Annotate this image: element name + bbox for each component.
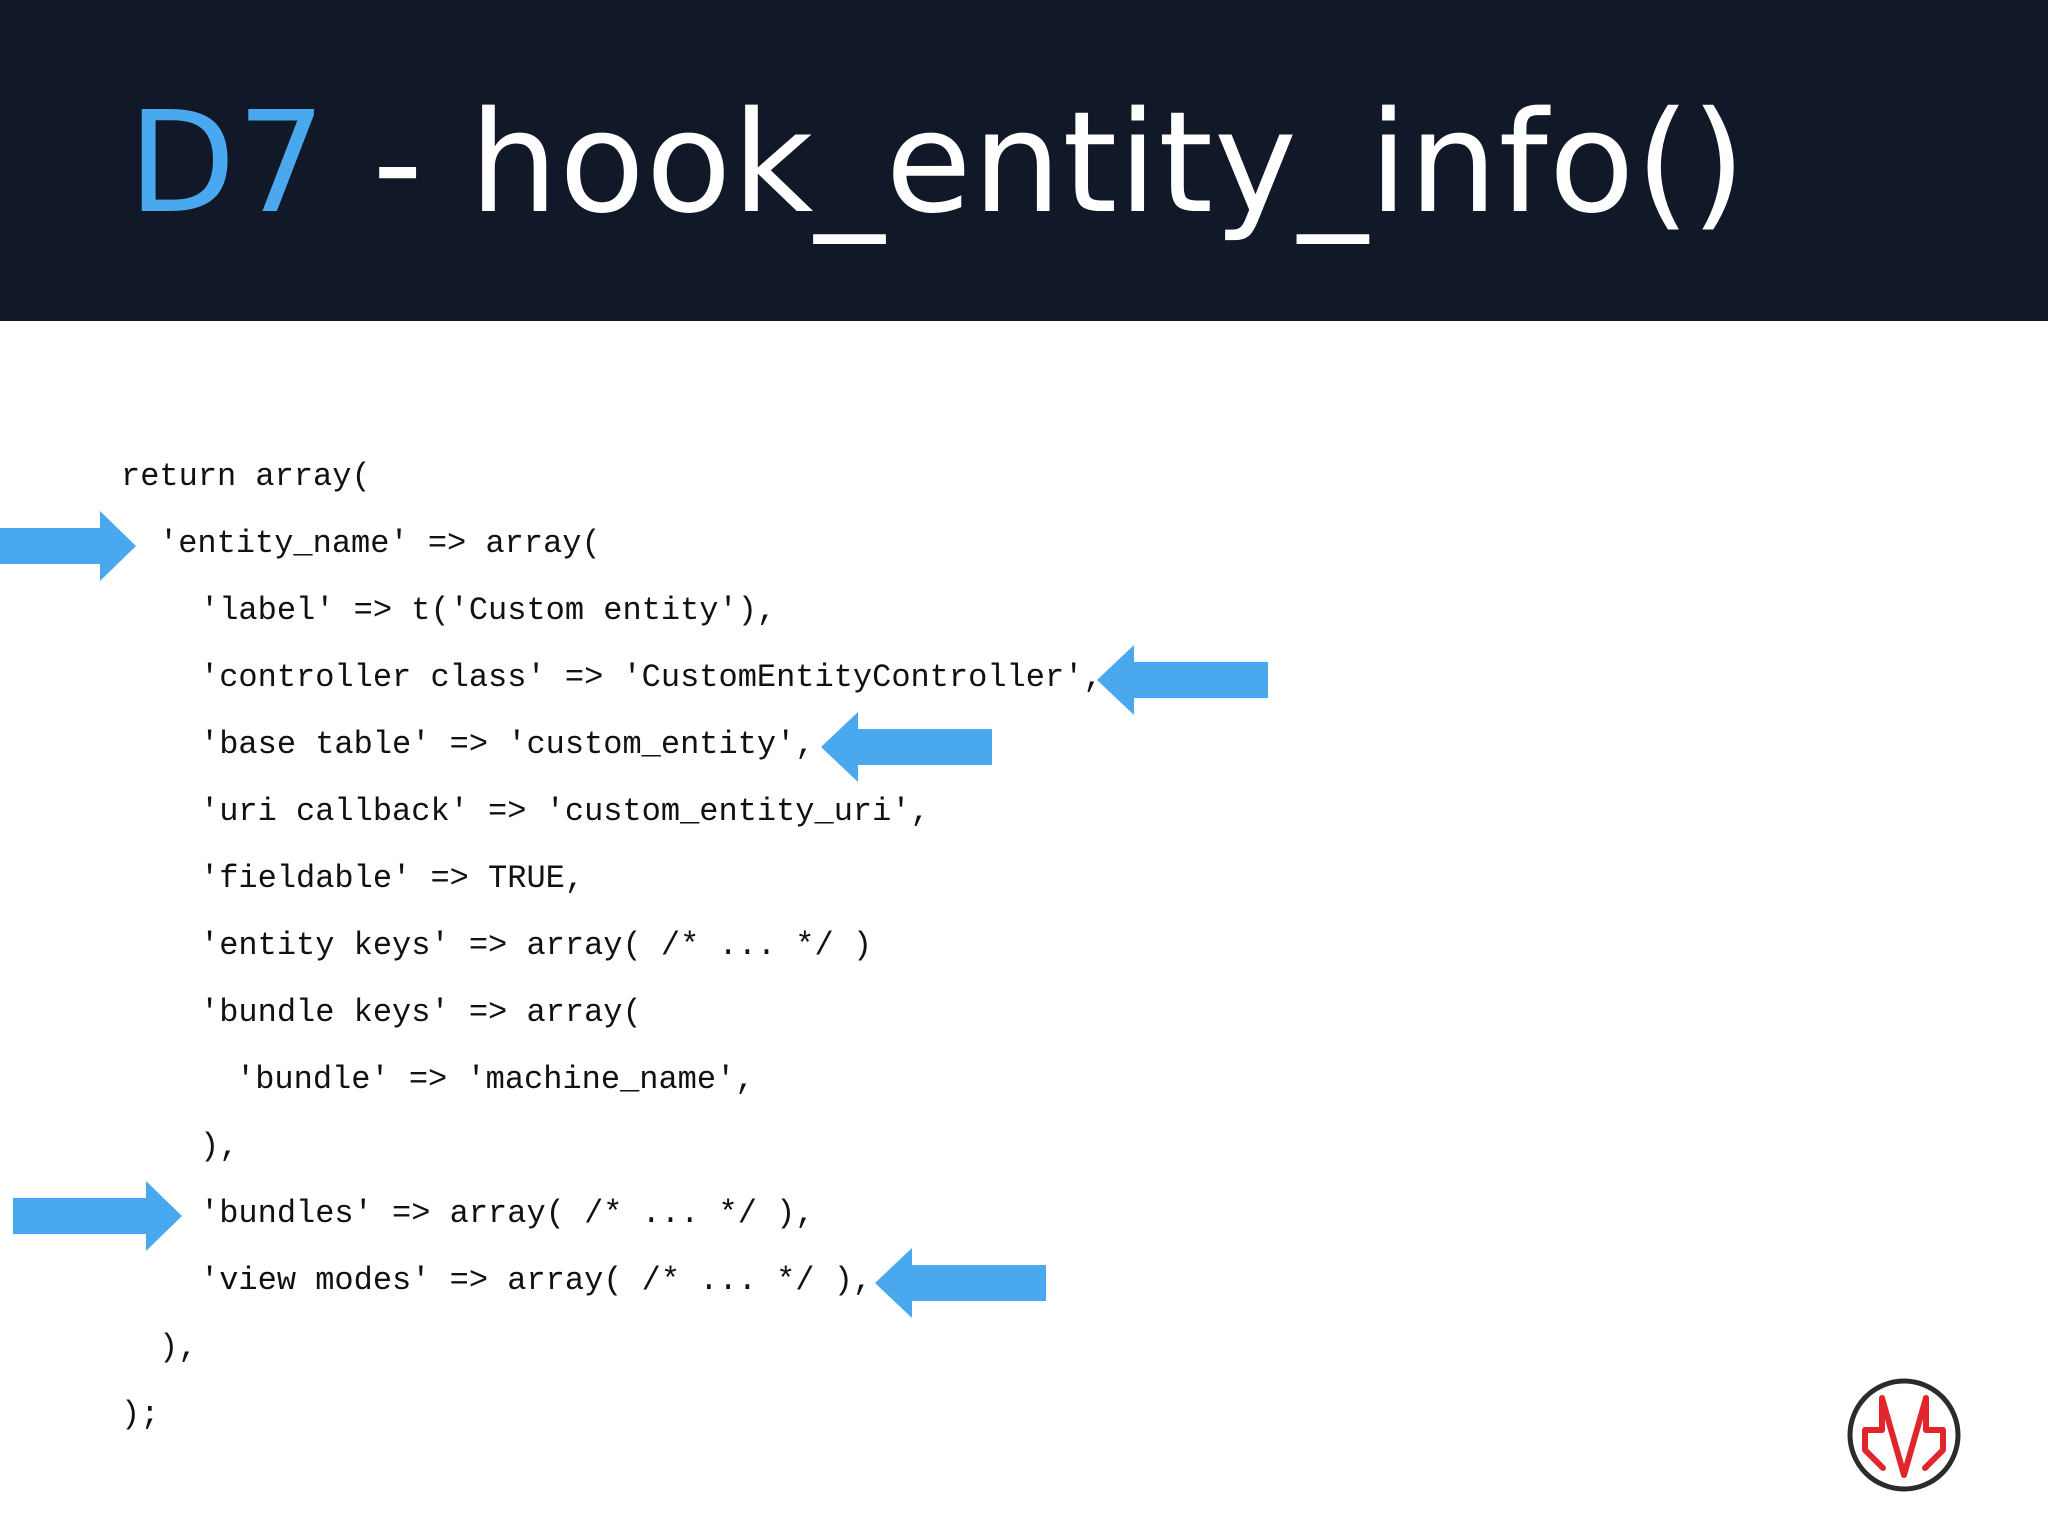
code-line: 'view modes' => array( /* ... */ ), — [200, 1262, 873, 1299]
code-line: 'bundle keys' => array( — [200, 994, 642, 1031]
arrow-right-icon — [13, 1181, 182, 1251]
arrow-left-icon — [1097, 645, 1268, 715]
slide-header: D7 - hook_entity_info() — [0, 0, 2048, 321]
code-line: 'fieldable' => TRUE, — [200, 860, 585, 897]
code-line: 'entity keys' => array( /* ... */ ) — [200, 927, 873, 964]
code-line: 'controller class' => 'CustomEntityContr… — [200, 659, 1103, 696]
code-line: ); — [121, 1396, 160, 1433]
slide-title: D7 - hook_entity_info() — [128, 82, 1747, 245]
arrow-right-icon — [0, 511, 136, 581]
arrow-left-icon — [875, 1248, 1046, 1318]
code-line: 'label' => t('Custom entity'), — [200, 592, 777, 629]
code-line: 'uri callback' => 'custom_entity_uri', — [200, 793, 930, 830]
code-line: return array( — [121, 458, 371, 495]
title-separator: - — [326, 82, 470, 245]
code-line: 'entity_name' => array( — [159, 525, 601, 562]
arrow-left-icon — [821, 712, 992, 782]
code-line: ), — [159, 1329, 198, 1366]
code-line: 'bundle' => 'machine_name', — [236, 1061, 755, 1098]
code-line: 'bundles' => array( /* ... */ ), — [200, 1195, 815, 1232]
title-prefix: D7 — [128, 82, 327, 245]
code-line: ), — [200, 1128, 239, 1165]
code-line: 'base table' => 'custom_entity', — [200, 726, 815, 763]
title-main: hook_entity_info() — [469, 82, 1747, 245]
